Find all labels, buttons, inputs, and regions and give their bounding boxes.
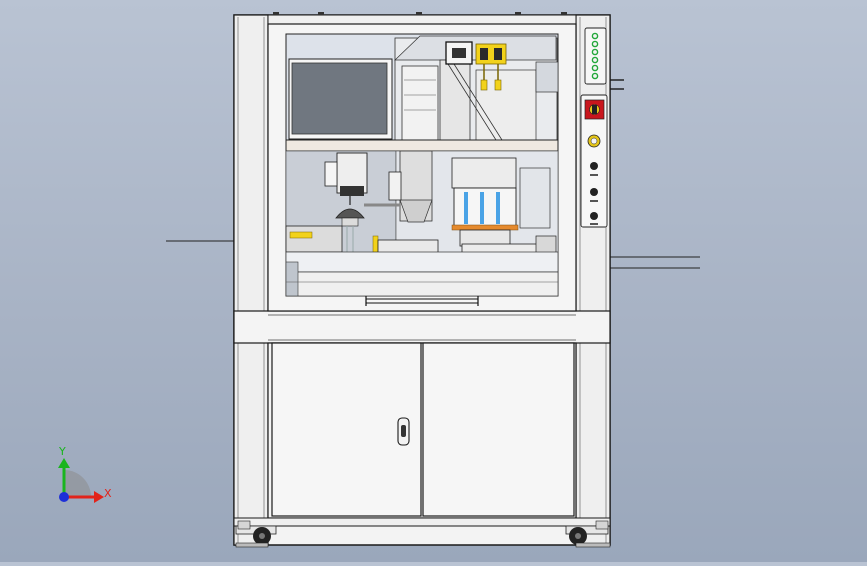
mid-shelf	[285, 139, 559, 152]
cabinet-door-left[interactable]	[271, 342, 422, 517]
internal-mechanism	[285, 35, 559, 306]
push-button-2[interactable]	[590, 188, 598, 196]
push-button-1[interactable]	[590, 162, 598, 170]
cabinet-door-right[interactable]	[422, 342, 575, 517]
coordinate-triad: Y X	[58, 445, 112, 503]
indicator-light	[591, 40, 599, 48]
y-axis-label: Y	[58, 445, 66, 458]
indicator-light	[591, 48, 599, 56]
control-panel	[580, 27, 608, 228]
indicator-light	[591, 32, 599, 40]
window-handle	[365, 298, 479, 304]
indicator-light	[591, 64, 599, 72]
push-button-3[interactable]	[590, 212, 598, 220]
blue-tube-3	[496, 192, 500, 224]
blue-tube-2	[480, 192, 484, 224]
blue-tube-1	[464, 192, 468, 224]
indicator-light	[591, 56, 599, 64]
caster-left	[235, 520, 277, 548]
indicator-light	[591, 72, 599, 80]
z-axis-dot	[59, 492, 69, 502]
caster-right	[565, 520, 611, 548]
hmi-screen	[291, 62, 388, 135]
x-axis-label: X	[104, 487, 112, 500]
lower-cabinet	[233, 342, 611, 527]
yellow-fixture-left	[289, 231, 313, 239]
door-handle-icon[interactable]	[397, 417, 410, 446]
